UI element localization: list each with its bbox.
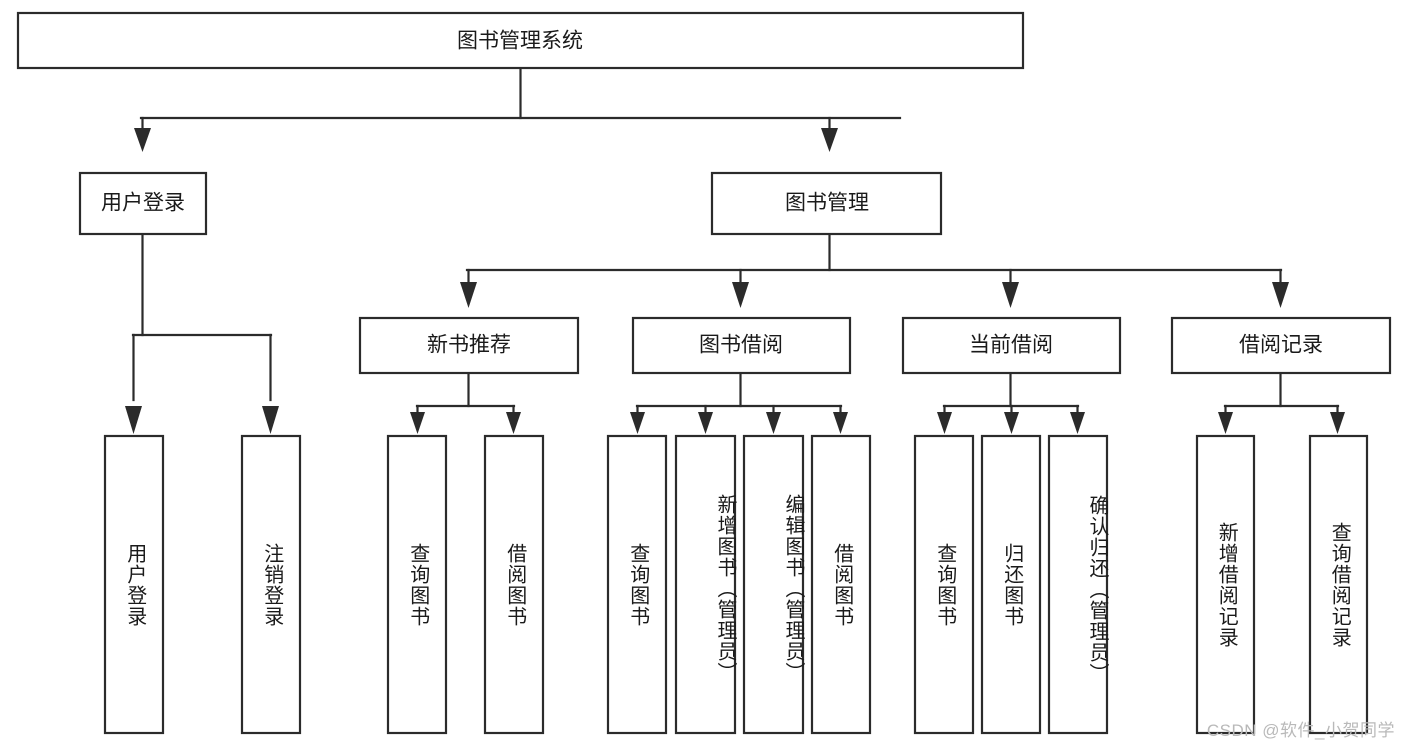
leaf-box-query-book-rec[interactable] (386, 434, 448, 735)
connector-borrowrecord-to-leaves (1218, 371, 1345, 434)
connector-newbook-to-leaves (410, 371, 521, 434)
leaf-box-edit-book-admin[interactable] (742, 434, 805, 735)
leaf-box-borrow-book[interactable] (810, 434, 872, 735)
connector-currentborrow-to-leaves (937, 371, 1085, 434)
connector-userlogin-to-leaves (125, 232, 279, 434)
node-book-borrow-label: 图书借阅 (699, 334, 783, 357)
leaf-box-query-borrow-record[interactable] (1308, 434, 1369, 735)
leaf-box-user-login[interactable] (103, 434, 165, 735)
leaf-box-add-borrow-record[interactable] (1195, 434, 1256, 735)
node-borrow-record[interactable]: 借阅记录 (1170, 316, 1392, 375)
node-borrow-record-label: 借阅记录 (1239, 334, 1323, 357)
node-book-borrow[interactable]: 图书借阅 (631, 316, 852, 375)
connector-root-to-level2 (134, 66, 902, 152)
node-user-login[interactable]: 用户登录 (78, 171, 208, 236)
node-book-management-label: 图书管理 (785, 192, 869, 215)
node-current-borrow-label: 当前借阅 (969, 334, 1053, 357)
node-new-book-recommend[interactable]: 新书推荐 (358, 316, 580, 375)
node-root[interactable]: 图书管理系统 (16, 11, 1025, 70)
leaf-box-return-book[interactable] (980, 434, 1042, 735)
csdn-watermark: CSDN @软件_小贺同学 (1206, 721, 1395, 740)
leaf-box-add-book-admin[interactable] (674, 434, 737, 735)
leaf-box-query-book-borrow[interactable] (606, 434, 668, 735)
node-user-login-label: 用户登录 (101, 192, 185, 215)
leaf-box-logout[interactable] (240, 434, 302, 735)
leaf-boxes (103, 434, 1369, 735)
connector-bookmgmt-to-level3 (460, 232, 1289, 308)
leaf-box-confirm-return-admin[interactable] (1047, 434, 1109, 735)
node-current-borrow[interactable]: 当前借阅 (901, 316, 1122, 375)
node-root-label: 图书管理系统 (457, 30, 583, 53)
node-book-management[interactable]: 图书管理 (710, 171, 943, 236)
leaf-box-query-book-current[interactable] (913, 434, 975, 735)
node-new-book-recommend-label: 新书推荐 (427, 334, 511, 357)
connector-bookborrow-to-leaves (630, 371, 848, 434)
leaf-box-borrow-book-rec[interactable] (483, 434, 545, 735)
